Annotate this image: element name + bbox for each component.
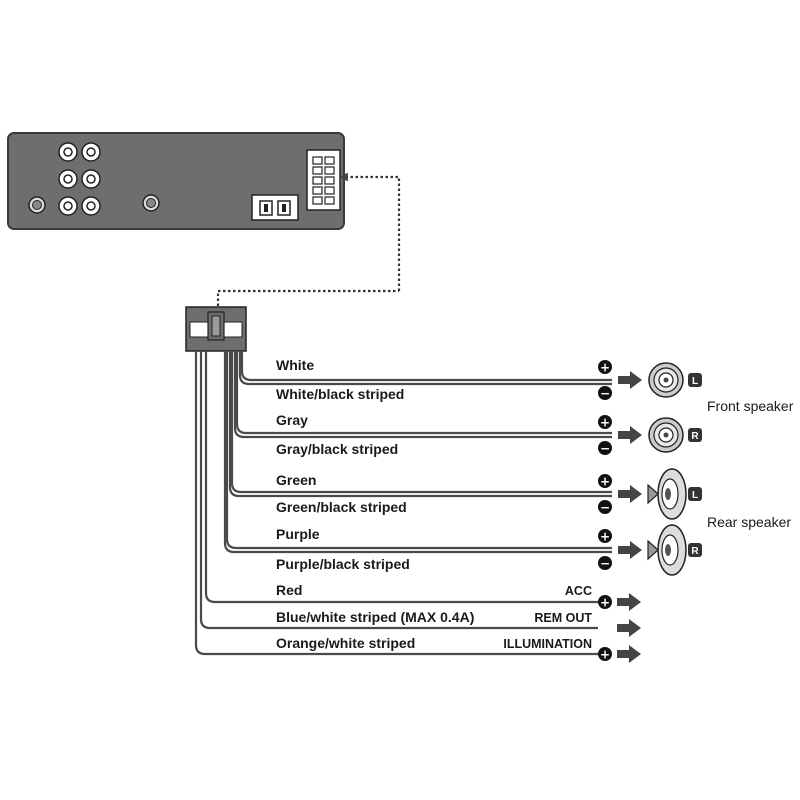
- polarity-plus-icon: +: [598, 474, 612, 489]
- polarity-markers: + − + − + − + − + +: [598, 360, 612, 662]
- harness-connector: [185, 306, 247, 352]
- unit-harness-socket: [306, 149, 341, 211]
- aux-jacks: [28, 194, 160, 214]
- polarity-plus-icon: +: [598, 647, 612, 662]
- function-tag-acc: ACC: [565, 584, 592, 598]
- rear-speaker-group-label: Rear speaker: [707, 514, 791, 530]
- wire-label-gray-black: Gray/black striped: [276, 441, 398, 457]
- wire-label-green: Green: [276, 472, 316, 488]
- polarity-minus-icon: −: [598, 441, 612, 456]
- wire-label-green-black: Green/black striped: [276, 499, 407, 515]
- rear-speaker-right: R: [647, 524, 702, 576]
- function-tag-illumination: ILLUMINATION: [503, 637, 592, 651]
- wire: [238, 351, 612, 386]
- speaker-icon: [647, 468, 687, 520]
- arrow-icon: [618, 485, 642, 503]
- arrow-icon: [617, 619, 641, 637]
- function-tags: ACC REM OUT ILLUMINATION: [503, 584, 592, 651]
- channel-badge: L: [688, 373, 702, 387]
- polarity-text: +: [600, 596, 610, 610]
- wire-label-purple: Purple: [276, 526, 320, 542]
- wire: [230, 351, 612, 494]
- wire: [204, 351, 598, 604]
- wire-label-red: Red: [276, 582, 302, 598]
- function-tag-rem-out: REM OUT: [534, 611, 592, 625]
- speaker-icon: [648, 362, 684, 398]
- arrow-icon: [617, 645, 641, 663]
- polarity-text: −: [600, 442, 610, 456]
- wire: [228, 351, 612, 498]
- connection-path: [339, 172, 401, 291]
- channel-badge-text: L: [692, 376, 698, 387]
- wire: [233, 351, 612, 439]
- polarity-text: +: [600, 475, 610, 489]
- channel-badge-text: R: [691, 546, 699, 557]
- polarity-text: −: [600, 557, 610, 571]
- two-pin-connector: [251, 194, 299, 221]
- wires: [194, 351, 612, 656]
- wire: [240, 351, 612, 382]
- wire-label-white-black: White/black striped: [276, 386, 404, 402]
- wire-label-purple-black: Purple/black striped: [276, 556, 410, 572]
- channel-badge-text: L: [692, 490, 698, 501]
- front-speaker-right: R: [648, 417, 702, 453]
- arrow-icon: [617, 593, 641, 611]
- arrows: [617, 371, 642, 663]
- polarity-minus-icon: −: [598, 556, 612, 571]
- polarity-plus-icon: +: [598, 595, 612, 610]
- front-speaker-group-label: Front speaker: [707, 398, 794, 414]
- channel-badge: R: [688, 428, 702, 442]
- head-unit: [7, 132, 345, 230]
- wire-labels: White White/black striped Gray Gray/blac…: [276, 357, 474, 651]
- arrow-icon: [618, 371, 642, 389]
- wire-label-orange-white: Orange/white striped: [276, 635, 415, 651]
- wire: [235, 351, 612, 435]
- speaker-icon: [648, 417, 684, 453]
- polarity-text: +: [600, 416, 610, 430]
- wire-label-blue-white: Blue/white striped (MAX 0.4A): [276, 609, 474, 625]
- polarity-plus-icon: +: [598, 360, 612, 375]
- wire: [194, 351, 598, 656]
- polarity-minus-icon: −: [598, 500, 612, 515]
- arrow-icon: [618, 541, 642, 559]
- rca-jacks: [58, 142, 101, 216]
- polarity-text: +: [600, 361, 610, 375]
- speaker-icon: [647, 524, 687, 576]
- wire-label-white: White: [276, 357, 314, 373]
- wire-label-gray: Gray: [276, 412, 308, 428]
- channel-badge-text: R: [691, 431, 699, 442]
- wire: [225, 351, 612, 550]
- rear-speaker-left: L: [647, 468, 702, 520]
- polarity-text: +: [600, 530, 610, 544]
- polarity-text: +: [600, 648, 610, 662]
- channel-badge: L: [688, 487, 702, 501]
- polarity-plus-icon: +: [598, 529, 612, 544]
- wire: [199, 351, 598, 630]
- polarity-text: −: [600, 501, 610, 515]
- connection-path-lower: [216, 289, 399, 306]
- polarity-minus-icon: −: [598, 386, 612, 401]
- wire: [223, 351, 612, 554]
- arrow-icon: [618, 426, 642, 444]
- polarity-text: −: [600, 387, 610, 401]
- front-speaker-left: L: [648, 362, 702, 398]
- polarity-plus-icon: +: [598, 415, 612, 430]
- channel-badge: R: [688, 543, 702, 557]
